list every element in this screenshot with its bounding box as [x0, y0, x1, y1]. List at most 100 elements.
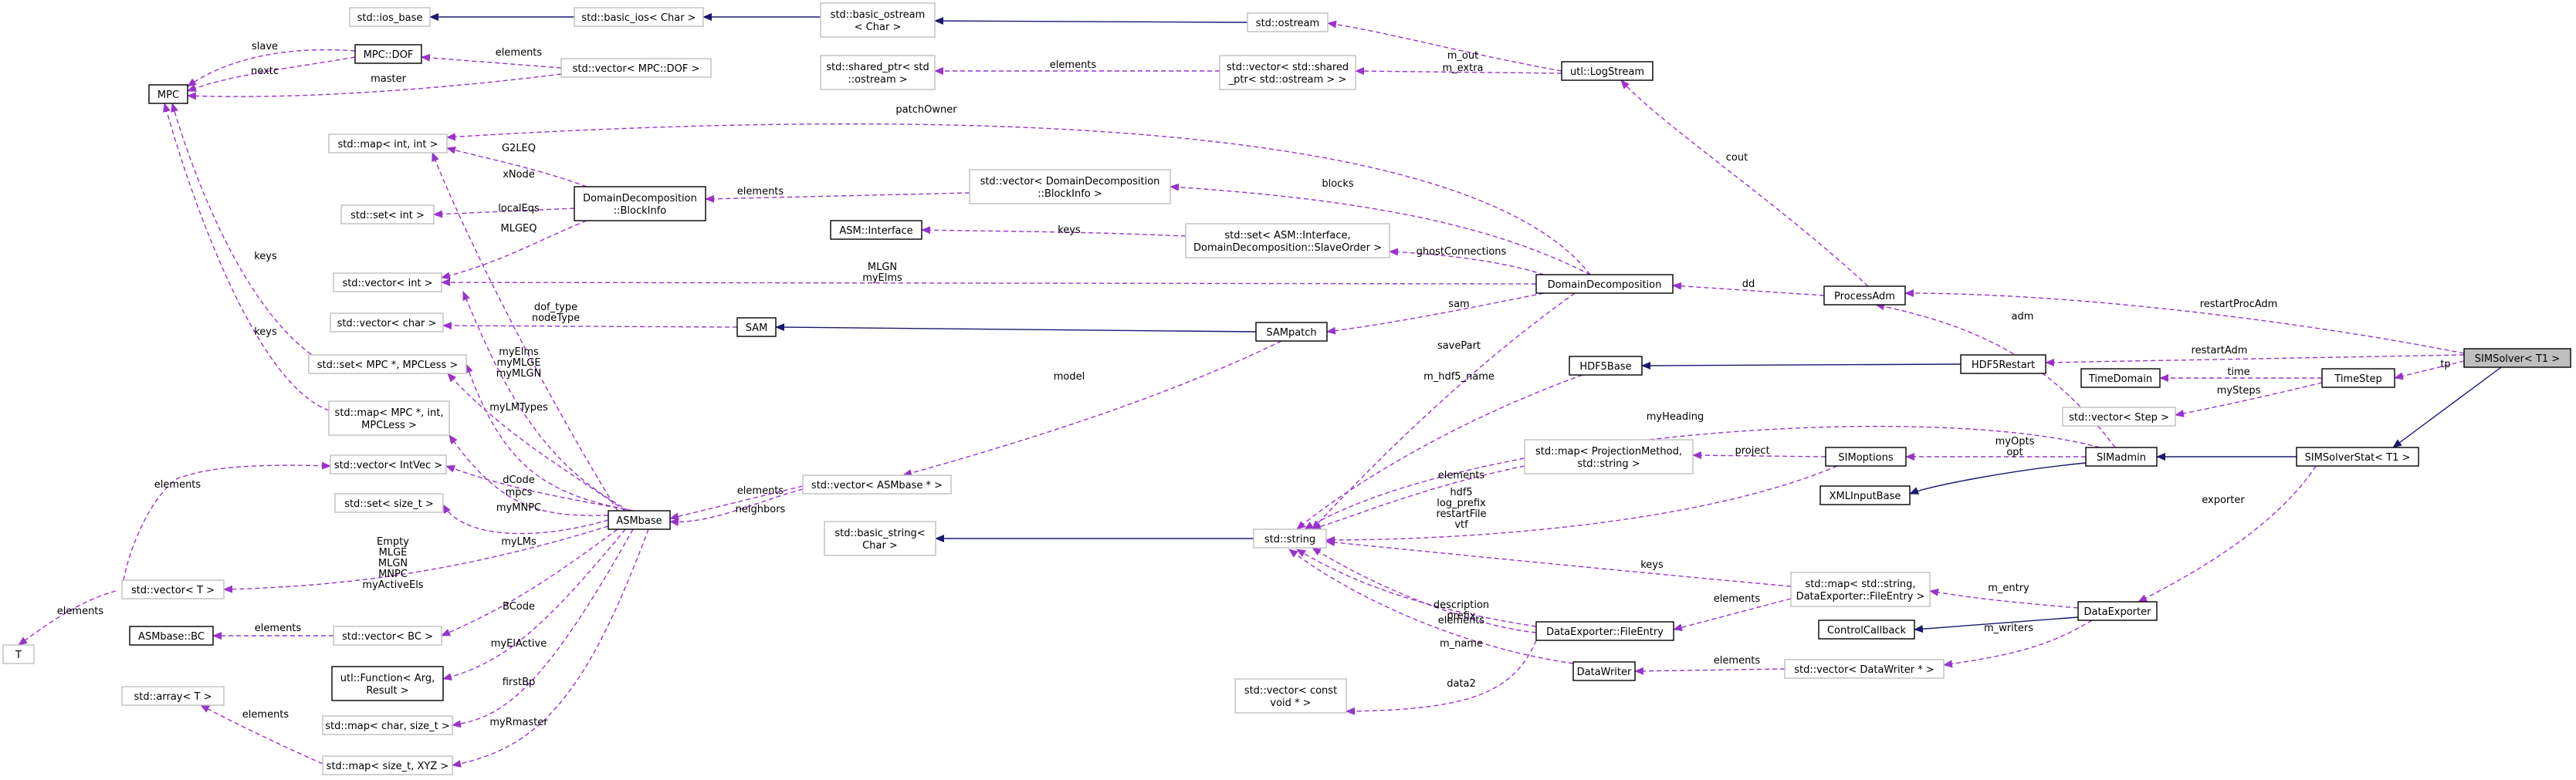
edge-usage: [1389, 248, 1545, 275]
class-node-asmbase-bc[interactable]: ASMbase::BC: [129, 626, 214, 646]
class-node-vec-asmbase[interactable]: std::vector< ASMbase * >: [802, 474, 952, 495]
class-node-vec-step[interactable]: std::vector< Step >: [2062, 407, 2176, 427]
class-node-ostream[interactable]: std::ostream: [1247, 12, 1329, 32]
edge-line: [1325, 539, 1792, 587]
class-node-sam[interactable]: SAM: [736, 317, 777, 337]
class-node-simsolverstat[interactable]: SIMSolverStat< T1 >: [2296, 447, 2419, 467]
edge-line: [1355, 67, 1562, 76]
class-node-basic-ios[interactable]: std::basic_ios< Char >: [574, 7, 704, 27]
class-node-basic-string[interactable]: std::basic_string<Char >: [824, 521, 936, 556]
class-name: std::vector< int >: [342, 278, 432, 289]
edge-line: [441, 220, 587, 280]
class-name: XMLInputBase: [1830, 491, 1901, 502]
edge-usage: [441, 528, 618, 636]
edge-line: [1312, 465, 1525, 531]
class-name: HDF5Restart: [1972, 360, 2035, 371]
class-node-dd-blockinfo[interactable]: DomainDecomposition::BlockInfo: [574, 186, 706, 221]
edge-line: [441, 528, 618, 636]
class-node-vec-mpcdof[interactable]: std::vector< MPC::DOF >: [560, 58, 712, 78]
class-node-vec-int[interactable]: std::vector< int >: [333, 272, 442, 292]
class-name: std::vector< T >: [131, 585, 215, 596]
class-node-set-int[interactable]: std::set< int >: [340, 204, 435, 225]
class-node-vec-datawriter[interactable]: std::vector< DataWriter * >: [1784, 659, 1945, 679]
class-node-map-int-int[interactable]: std::map< int, int >: [328, 133, 448, 154]
class-node-vec-char[interactable]: std::vector< char >: [330, 312, 444, 333]
edge-usage: [1312, 465, 1525, 531]
class-name: MPCLess >: [361, 420, 417, 431]
edge-label: myElActive: [491, 638, 547, 650]
edge-label: ghostConnections: [1417, 246, 1507, 258]
edge-label: nextc: [251, 66, 279, 77]
class-node-dataexporter[interactable]: DataExporter: [2077, 601, 2158, 621]
class-node-domdec[interactable]: DomainDecomposition: [1535, 274, 1674, 294]
class-name: MPC::DOF: [364, 49, 414, 61]
class-node-vec-bc[interactable]: std::vector< BC >: [333, 626, 442, 646]
edge-line: [446, 123, 1591, 275]
class-node-datawriter[interactable]: DataWriter: [1572, 661, 1636, 681]
class-name: std::map< ProjectionMethod,: [1535, 446, 1682, 458]
class-node-processadm[interactable]: ProcessAdm: [1823, 285, 1906, 306]
class-node-utl-function[interactable]: utl::Function< Arg,Result >: [331, 666, 444, 701]
class-node-map-mpcptr[interactable]: std::map< MPC *, int,MPCLess >: [328, 400, 450, 436]
class-node-set-sizet[interactable]: std::set< size_t >: [334, 493, 444, 513]
class-node-mpc-dof[interactable]: MPC::DOF: [354, 44, 422, 64]
class-node-dataexp-fileentry[interactable]: DataExporter::FileEntry: [1535, 621, 1674, 641]
class-name: ProcessAdm: [1834, 291, 1895, 302]
class-node-map-projection[interactable]: std::map< ProjectionMethod,std::string >: [1524, 439, 1694, 474]
edge-label: myMLGE: [496, 357, 540, 369]
class-name: std::map< MPC *, int,: [335, 407, 444, 419]
class-node-asmbase[interactable]: ASMbase: [608, 510, 671, 530]
edge-label: sam: [1448, 299, 1469, 310]
class-node-t[interactable]: T: [2, 644, 35, 664]
class-node-hdf5restart[interactable]: HDF5Restart: [1960, 354, 2046, 374]
edge-usage: [1943, 620, 2093, 668]
edge-line: [421, 53, 562, 69]
edge-label: savePart: [1437, 340, 1481, 352]
class-node-simsolver[interactable]: SIMSolver< T1 >: [2463, 348, 2571, 368]
edge-usage: [445, 465, 634, 512]
class-node-logstream[interactable]: utl::LogStream: [1561, 61, 1654, 81]
class-node-set-mpcptr[interactable]: std::set< MPC *, MPCLess >: [308, 354, 467, 374]
class-node-basic-ostream[interactable]: std::basic_ostream< Char >: [820, 2, 936, 38]
class-name: ASMbase: [616, 515, 662, 527]
class-node-vec-t[interactable]: std::vector< T >: [121, 579, 225, 599]
class-node-simoptions[interactable]: SIMoptions: [1825, 447, 1907, 467]
class-node-sp-ostream[interactable]: std::shared_ptr< std::ostream >: [820, 55, 936, 90]
class-node-array-t[interactable]: std::array< T >: [121, 686, 225, 706]
edge-usage: [2394, 360, 2465, 380]
edge-label: vtf: [1454, 519, 1468, 531]
class-node-map-char-sizet[interactable]: std::map< char, size_t >: [322, 715, 453, 735]
class-node-ios-base[interactable]: std::ios_base: [349, 7, 431, 27]
edge-line: [432, 152, 618, 512]
class-node-hdf5base[interactable]: HDF5Base: [1569, 356, 1643, 376]
class-node-sampatch[interactable]: SAMpatch: [1255, 322, 1328, 342]
class-node-map-fileentry[interactable]: std::map< std::string,DataExporter::File…: [1790, 572, 1931, 607]
class-node-timestep[interactable]: TimeStep: [2321, 368, 2395, 388]
edge-label: MLGEQ: [501, 223, 537, 235]
class-node-xmlinputbase[interactable]: XMLInputBase: [1819, 485, 1911, 505]
class-box: [830, 220, 922, 240]
class-node-map-sizet-xyz[interactable]: std::map< size_t, XYZ >: [322, 755, 453, 775]
edge-labels-layer: m_outm_extraelementsslavenextcmasterelem…: [57, 41, 2451, 728]
edge-usage: [921, 226, 1186, 237]
edge-label: myElms: [862, 272, 902, 284]
class-node-string[interactable]: std::string: [1253, 528, 1327, 549]
edge-line: [445, 465, 634, 512]
edge-line: [1325, 465, 1838, 544]
class-node-asm-interface[interactable]: ASM::Interface: [830, 220, 922, 240]
class-node-mpc[interactable]: MPC: [148, 84, 188, 104]
class-node-vec-sp-ostream[interactable]: std::vector< std::shared_ptr< std::ostre…: [1219, 55, 1356, 90]
class-node-controlcallback[interactable]: ControlCallback: [1818, 620, 1915, 640]
edge-usage: [1692, 451, 1826, 460]
class-name: DomainDecomposition: [583, 193, 697, 204]
class-node-vec-blockinfo[interactable]: std::vector< DomainDecomposition::BlockI…: [969, 169, 1171, 204]
class-node-set-asm-iface[interactable]: std::set< ASM::Interface,DomainDecomposi…: [1185, 223, 1390, 258]
class-node-simadmin[interactable]: SIMadmin: [2085, 447, 2158, 467]
edge-usage: [171, 103, 325, 363]
edge-label: myActiveEls: [362, 579, 423, 591]
class-node-timedomain[interactable]: TimeDomain: [2080, 368, 2161, 388]
class-node-vec-intvec[interactable]: std::vector< IntVec >: [330, 454, 447, 474]
edge-label: exporter: [2202, 495, 2245, 506]
class-name: std::basic_string<: [834, 528, 925, 539]
